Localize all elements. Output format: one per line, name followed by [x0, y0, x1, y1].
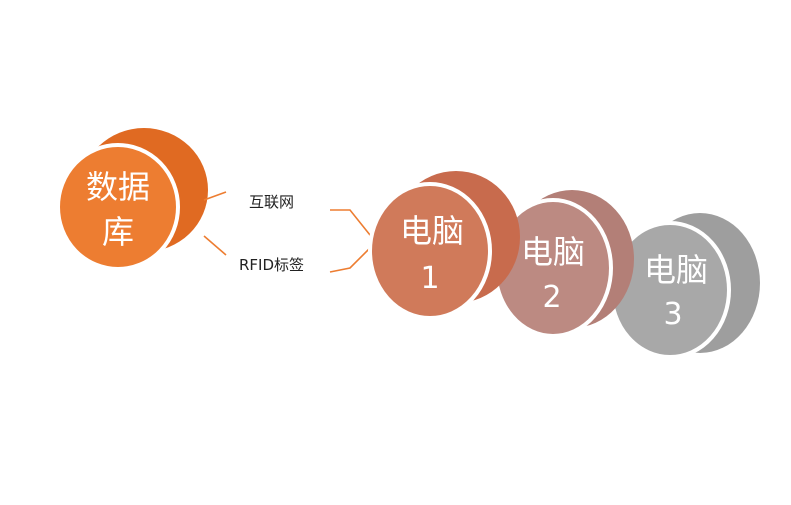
connector-database-to-rfid: [203, 235, 227, 256]
connector-right-bracket: [329, 209, 375, 273]
computer-node-1: 电脑 1: [368, 171, 520, 320]
computer-2-label: 电脑: [521, 233, 585, 271]
database-label-line2: 库: [102, 213, 134, 251]
connector-rfid-to-computer: [329, 243, 375, 273]
database-node: 数据 库: [56, 128, 208, 271]
database-disk-front: [56, 143, 180, 271]
computer-1-number: 1: [420, 261, 439, 296]
link-label-rfid: RFID标签: [239, 256, 304, 274]
link-label-internet: 互联网: [249, 193, 294, 211]
computer-3-label: 电脑: [644, 251, 708, 289]
computer-3-number: 3: [663, 297, 682, 332]
connector-left-bracket: [203, 191, 227, 256]
computer-node-3: 电脑 3: [609, 213, 760, 359]
connector-internet-to-computer: [330, 209, 375, 241]
computer-1-label: 电脑: [400, 212, 464, 250]
computer-2-number: 2: [542, 280, 561, 315]
computer-1-disk-front: [368, 182, 492, 320]
connector-database-to-internet: [203, 191, 227, 201]
database-label-line1: 数据: [86, 168, 150, 206]
